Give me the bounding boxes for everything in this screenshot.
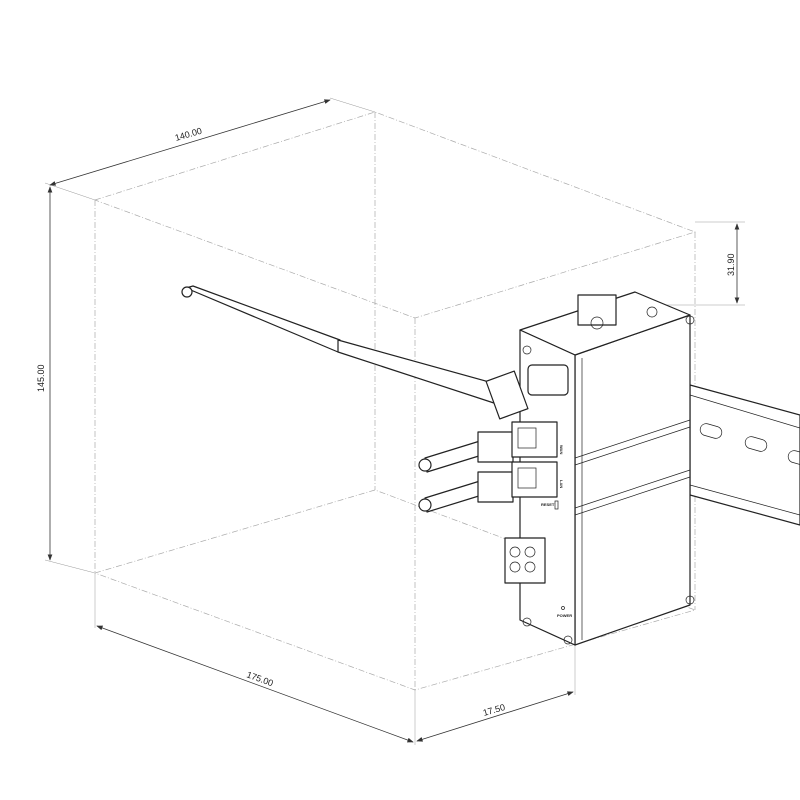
dimension-lines — [44, 97, 745, 745]
power-label: POWER — [557, 613, 572, 618]
reset-button[interactable] — [554, 500, 559, 510]
terminal-block — [504, 537, 546, 584]
dimension-offset-top: 31.90 — [726, 253, 736, 276]
power-led — [561, 606, 565, 610]
ethernet-cable-lan — [418, 461, 558, 513]
ethernet-cable-wan — [418, 421, 558, 473]
dimension-offset-bottom: 17.50 — [482, 702, 506, 718]
din-rail — [689, 384, 800, 526]
dimension-width: 140.00 — [174, 126, 203, 143]
wan-label: WAN — [559, 445, 564, 454]
dimension-height: 145.00 — [36, 364, 46, 392]
lan-label: LAN — [559, 480, 564, 488]
reset-label: RESET — [541, 502, 555, 507]
antenna — [181, 285, 569, 420]
